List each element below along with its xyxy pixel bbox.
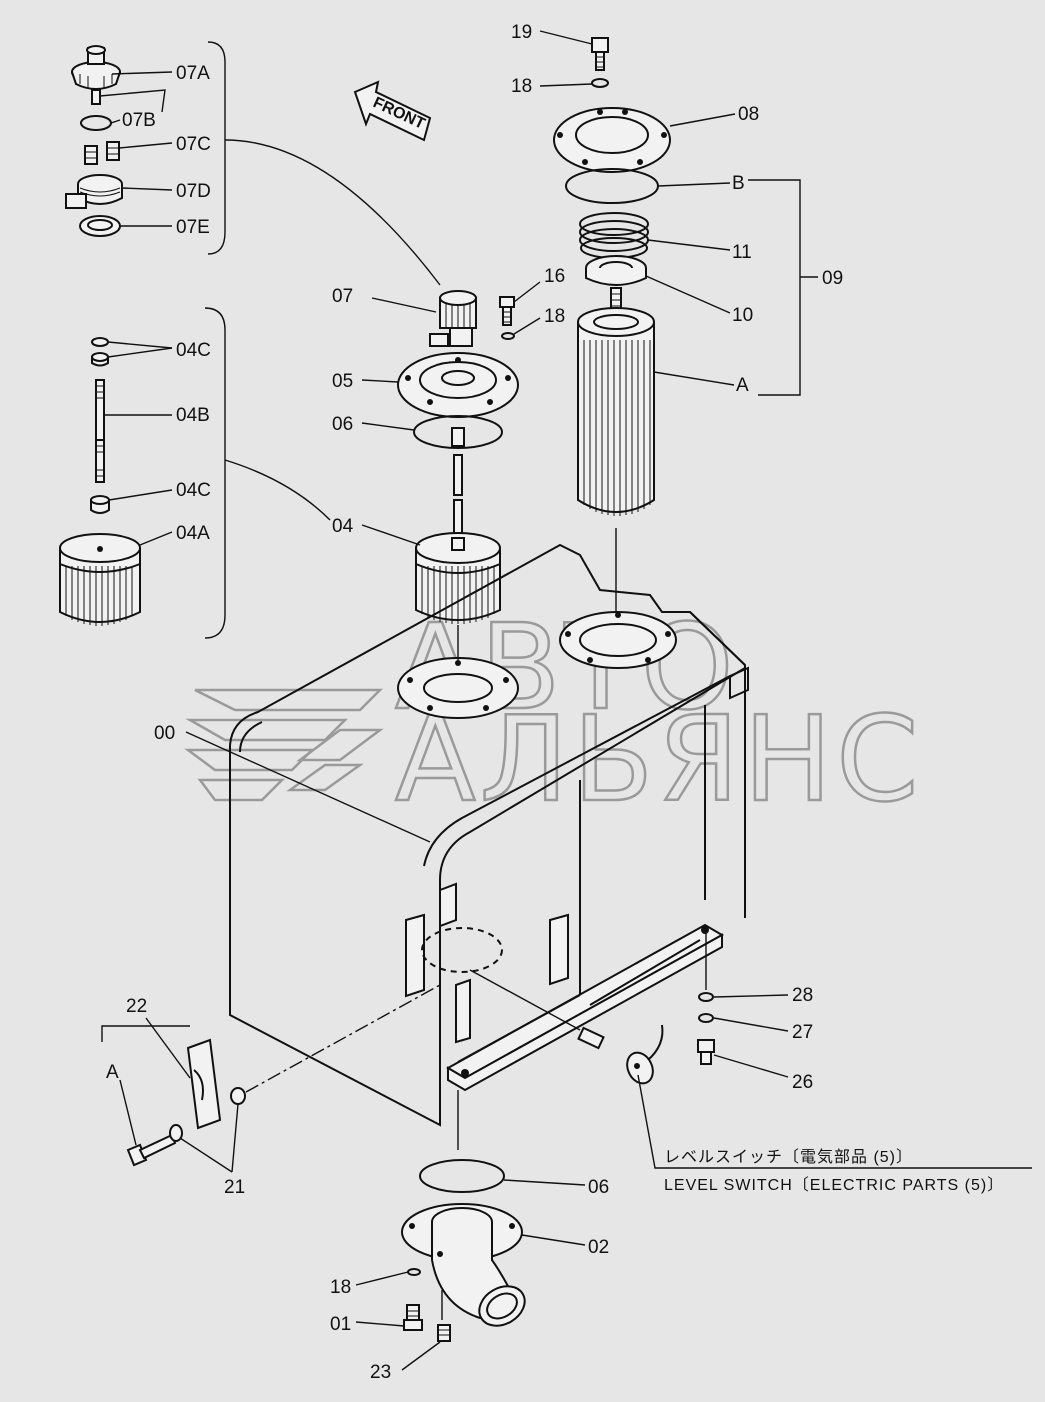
label-10: 10 [732, 305, 753, 326]
label-b: B [732, 173, 745, 194]
clamp-07d-icon [65, 174, 123, 209]
ring-07e-icon [79, 215, 121, 237]
label-22: 22 [126, 996, 147, 1017]
level-switch-jp: レベルスイッチ〔電気部品 (5)〕 [664, 1148, 913, 1166]
label-07e: 07E [176, 217, 210, 238]
washer-27-icon [698, 1013, 714, 1023]
oring-06-bottom-icon [419, 1159, 505, 1193]
label-a-filter: A [736, 375, 749, 396]
bolt-a-icon [126, 1133, 177, 1167]
flange-ring-upper-icon [559, 611, 677, 669]
filter-element-a-icon [577, 307, 655, 516]
bracket-22-icon [186, 1038, 222, 1130]
label-27: 27 [792, 1022, 813, 1043]
watermark: АВТО АЛЬЯНС [184, 597, 920, 829]
nut-04-top-icon [451, 427, 465, 447]
strainer-04-icon [415, 532, 501, 624]
label-07c: 07C [176, 134, 211, 155]
washer-18-top-icon [591, 78, 609, 88]
label-04b: 04B [176, 405, 210, 426]
label-a-bracket: A [106, 1062, 119, 1083]
washer-28-icon [698, 992, 714, 1002]
washer-21a-icon [169, 1124, 183, 1142]
flange-ring-lower-icon [397, 657, 519, 719]
front-arrow-icon [353, 80, 432, 142]
label-06-top: 06 [332, 414, 353, 435]
label-04a: 04A [176, 523, 210, 544]
detail-07-group [65, 41, 441, 286]
washer-18-bottom-icon [407, 1268, 421, 1276]
rod-04b-lower-icon [95, 439, 105, 483]
label-19: 19 [511, 22, 532, 43]
rod-04-icon [453, 454, 463, 496]
nut-04c-top-icon [91, 337, 109, 347]
strainer-04a-icon [59, 533, 141, 626]
label-05: 05 [332, 371, 353, 392]
valve-10-icon [585, 255, 647, 323]
label-02: 02 [588, 1237, 609, 1258]
hydraulic-tank-00-icon [229, 543, 749, 1127]
bolt-16-icon [499, 296, 515, 326]
elbow-02-icon [401, 1203, 526, 1327]
label-07b: 07B [122, 110, 156, 131]
label-07d: 07D [176, 181, 211, 202]
bolt-01-icon [403, 1304, 423, 1331]
oring-b-icon [565, 168, 659, 204]
detail-04-group [59, 307, 331, 639]
label-00: 00 [154, 723, 175, 744]
oring-07b-icon [80, 115, 112, 131]
label-21: 21 [224, 1177, 245, 1198]
washer-21b-icon [230, 1087, 246, 1105]
bolt-26-icon [697, 1039, 715, 1065]
watermark-logo-icon [184, 688, 384, 802]
spring-11-icon [579, 212, 649, 259]
rod-04b-upper-icon [95, 379, 105, 441]
filler-cap-07-icon [429, 290, 477, 347]
cover-05-icon [397, 352, 519, 418]
label-04c-top: 04C [176, 340, 211, 361]
label-08: 08 [738, 104, 759, 125]
oring-06-top-icon [413, 415, 503, 449]
label-11: 11 [732, 242, 752, 263]
screws-07c-icon [84, 141, 120, 165]
label-18-top: 18 [511, 76, 532, 97]
washer-18-mid-icon [501, 332, 515, 340]
label-18-mid: 18 [544, 306, 565, 327]
label-01: 01 [330, 1314, 351, 1335]
cover-08-icon [553, 107, 671, 173]
label-07a: 07A [176, 63, 210, 84]
label-26: 26 [792, 1072, 813, 1093]
label-06-bottom: 06 [588, 1177, 609, 1198]
plug-23-icon [437, 1324, 451, 1342]
bolt-19-icon [591, 37, 609, 71]
cap-07a-icon [71, 45, 121, 105]
level-switch-en: LEVEL SWITCH〔ELECTRIC PARTS (5)〕 [664, 1176, 1004, 1194]
label-04: 04 [332, 516, 354, 537]
label-28: 28 [792, 985, 813, 1006]
label-16: 16 [544, 266, 565, 287]
label-18-bottom: 18 [330, 1277, 351, 1298]
label-07: 07 [332, 286, 353, 307]
label-04c-bottom: 04C [176, 480, 211, 501]
label-23: 23 [370, 1362, 391, 1383]
label-09: 09 [822, 268, 843, 289]
